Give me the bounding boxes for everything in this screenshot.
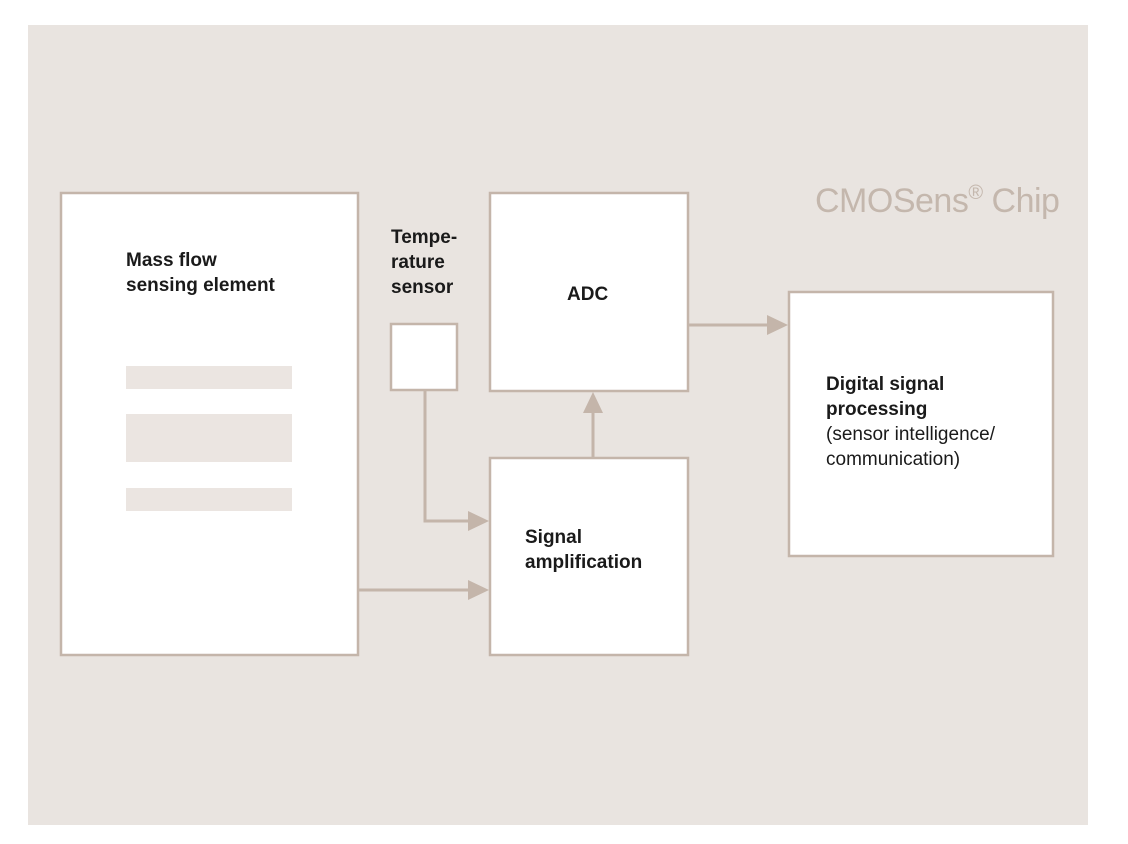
digital-signal-processing-label: Digital signal processing (sensor intell… [826, 372, 995, 472]
mass-flow-label: Mass flow sensing element [126, 248, 275, 298]
chip-title-suffix: Chip [982, 182, 1060, 220]
mass-flow-label-line1: Mass flow [126, 250, 217, 271]
temperature-label-line1: Tempe- [391, 227, 458, 248]
adc-box [488, 191, 690, 393]
temperature-label-line3: sensor [391, 277, 454, 298]
signal-amplification-box [488, 456, 690, 657]
registered-mark: ® [968, 182, 983, 204]
dsp-label-line2: processing [826, 399, 928, 420]
dsp-label-line3: (sensor intelligence/ [826, 424, 995, 445]
sensing-bar-middle [126, 414, 292, 462]
arrowhead-amplification-to-adc [583, 392, 603, 413]
temperature-label-line2: rature [391, 252, 445, 273]
adc-label-text: ADC [567, 284, 609, 305]
arrowhead-adc-to-dsp [767, 315, 788, 335]
signal-amplification-label: Signal amplification [525, 525, 642, 575]
amplification-label-line1: Signal [525, 527, 583, 548]
chip-title-main: CMOSens [815, 182, 969, 220]
chip-title: CMOSens® Chip [815, 182, 1060, 221]
digital-signal-processing-box [787, 290, 1055, 558]
adc-label: ADC [567, 282, 608, 307]
sensing-bar-bottom [126, 488, 292, 511]
amplification-label-line2: amplification [525, 552, 643, 573]
arrowhead-temperature-to-amplification [468, 511, 489, 531]
sensing-bar-top [126, 366, 292, 389]
temperature-sensor-box [389, 322, 459, 392]
wire-temperature-to-amplification [423, 391, 472, 523]
dsp-label-line4: communication) [826, 449, 961, 470]
temperature-sensor-label: Tempe- rature sensor [391, 225, 457, 300]
dsp-label-line1: Digital signal [826, 374, 945, 395]
mass-flow-label-line2: sensing element [126, 275, 275, 296]
arrowhead-massflow-to-amplification [468, 580, 489, 600]
